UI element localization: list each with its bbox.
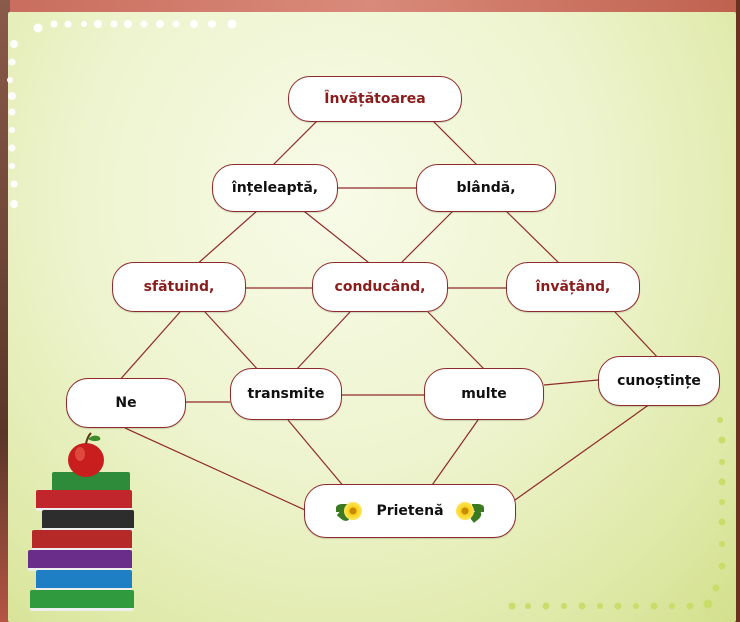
node-label: învățând, (535, 279, 611, 295)
node-conducand: conducând, (312, 262, 448, 312)
frame-left (0, 0, 10, 622)
node-invatand: învățând, (506, 262, 640, 312)
node-cunostinte: cunoștințe (598, 356, 720, 406)
node-label: sfătuind, (143, 279, 215, 295)
node-label: Ne (115, 395, 137, 411)
flower-icon (454, 500, 484, 523)
node-label: Învățătoarea (324, 91, 426, 107)
flower-icon (336, 500, 366, 523)
node-transmite: transmite (230, 368, 342, 420)
node-blanda: blândă, (416, 164, 556, 212)
node-sfatuind: sfătuind, (112, 262, 246, 312)
node-invatatoarea: Învățătoarea (288, 76, 462, 122)
node-prietena: Prietenă (304, 484, 516, 538)
frame-right (736, 0, 740, 622)
node-label: transmite (247, 386, 325, 402)
node-label: conducând, (334, 279, 426, 295)
node-inteleapta: înțeleaptă, (212, 164, 338, 212)
node-label: Prietenă (376, 503, 444, 519)
node-ne: Ne (66, 378, 186, 428)
node-label: blândă, (456, 180, 516, 196)
node-label: cunoștințe (617, 373, 701, 389)
books-icon (22, 430, 152, 620)
apple-icon (68, 432, 104, 477)
node-label: multe (461, 386, 507, 402)
node-multe: multe (424, 368, 544, 420)
node-label: înțeleaptă, (231, 180, 319, 196)
frame-top (0, 0, 740, 14)
